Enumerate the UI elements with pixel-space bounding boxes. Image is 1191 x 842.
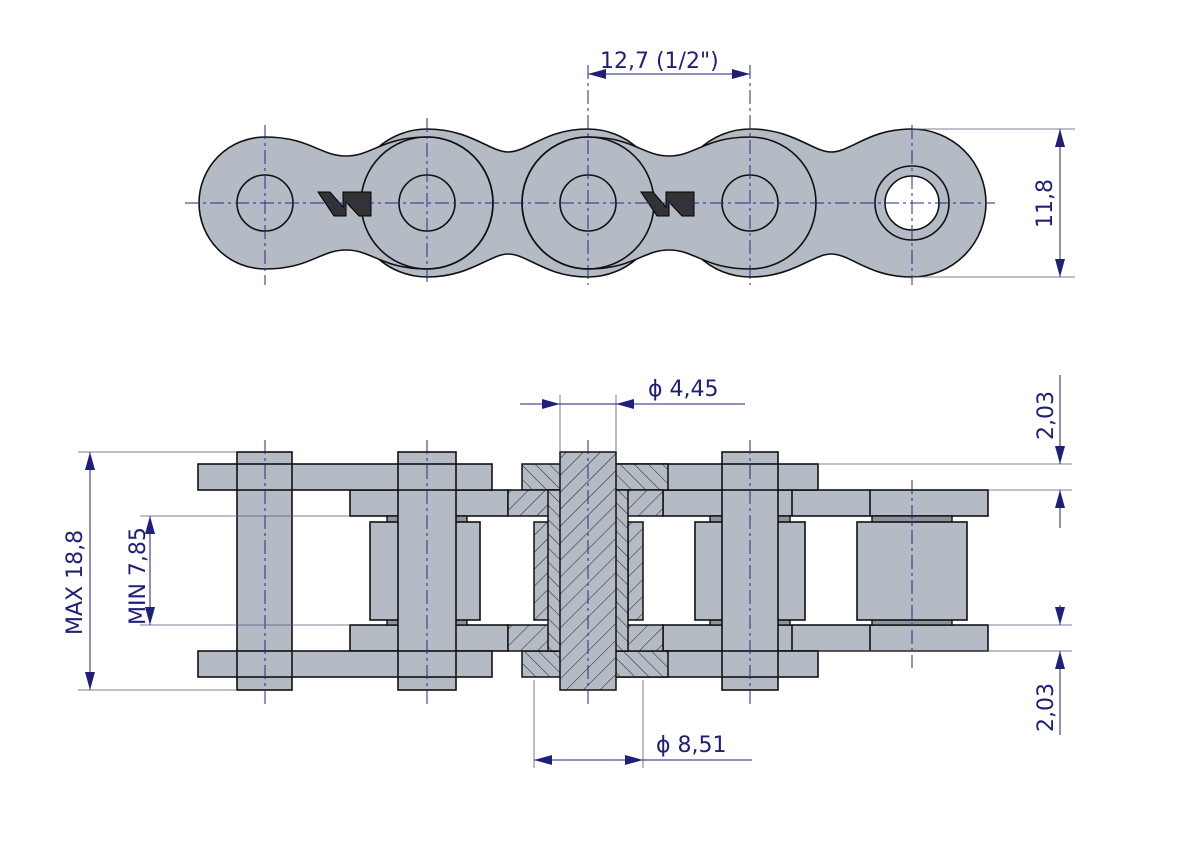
roller-diameter-dimension: ϕ 8,51	[656, 733, 727, 758]
side-view: ϕ 4,45 ϕ 8,51 MAX 18,8 MIN 7,85 2,03 2,0…	[63, 375, 1072, 768]
plate-height-dimension: 11,8	[1033, 179, 1058, 228]
plate-thickness-top-dimension: 2,03	[1034, 391, 1059, 440]
min-inner-width-dimension: MIN 7,85	[126, 527, 151, 625]
max-width-dimension: MAX 18,8	[63, 530, 88, 635]
pitch-dimension: 12,7 (1/2")	[600, 49, 719, 74]
w-logo-icon	[640, 191, 695, 217]
w-logo-icon	[317, 191, 372, 217]
plate-thickness-bottom-dimension: 2,03	[1034, 683, 1059, 732]
pin-diameter-dimension: ϕ 4,45	[648, 377, 719, 402]
outer-plate	[197, 463, 493, 491]
top-view: 12,7 (1/2") 11,8	[185, 49, 1075, 285]
outer-plate	[197, 650, 493, 678]
